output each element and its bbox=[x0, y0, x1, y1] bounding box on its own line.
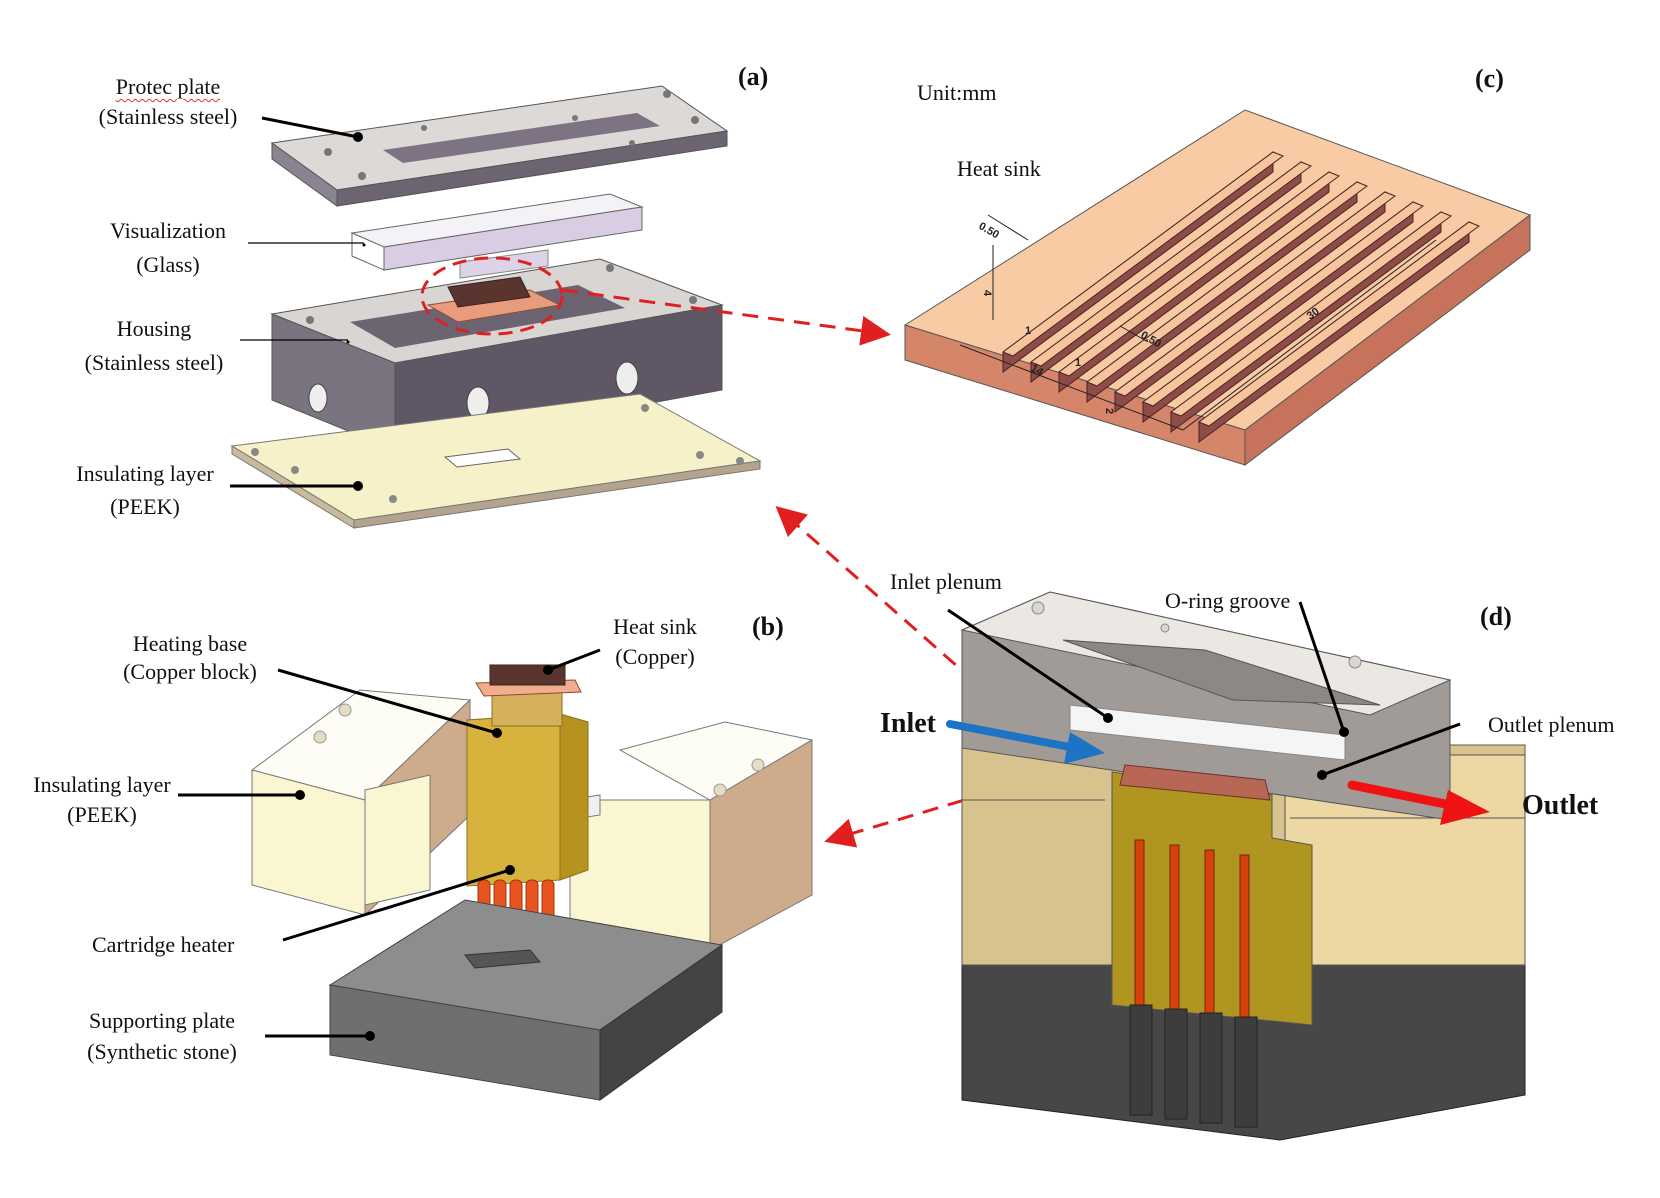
label-insulating-layer-b: Insulating layer (PEEK) bbox=[12, 770, 192, 830]
dim-fin-height: 4 bbox=[981, 290, 993, 297]
dim-gap-1: 1 bbox=[1025, 325, 1031, 337]
heat-sink-fin-top bbox=[1085, 181, 1369, 387]
inlet-arrow bbox=[946, 720, 1079, 752]
label-cartridge-heater: Cartridge heater bbox=[92, 932, 235, 957]
label-line1: Supporting plate bbox=[88, 1008, 236, 1033]
label-line2: (Stainless steel) bbox=[84, 350, 224, 375]
panel-b-drawing bbox=[178, 648, 814, 1101]
label-line2: (Glass) bbox=[136, 252, 200, 277]
heat-sink-fin-top bbox=[1113, 191, 1397, 397]
panel-label-d: (d) bbox=[1480, 602, 1512, 631]
support-fin bbox=[1234, 1016, 1258, 1128]
label-oring-groove: O-ring groove bbox=[1165, 588, 1291, 613]
label-line2: (PEEK) bbox=[67, 802, 137, 827]
label-heat-sink-b: Heat sink (Copper) bbox=[590, 612, 720, 672]
heat-sink-fin-top bbox=[1057, 171, 1341, 377]
label-line1: Insulating layer bbox=[76, 461, 214, 486]
label-line1: Protec plate bbox=[115, 74, 221, 99]
heat-sink-title: Heat sink bbox=[957, 156, 1041, 181]
heater-slot bbox=[1239, 854, 1250, 1021]
heat-sink-fin-top bbox=[1001, 151, 1285, 357]
dim-gap-2: 1 bbox=[1075, 357, 1081, 369]
dim-base: 2 bbox=[1103, 408, 1115, 414]
label-outlet: Outlet bbox=[1522, 790, 1599, 821]
unit-label: Unit:mm bbox=[917, 80, 997, 105]
label-inlet: Inlet bbox=[880, 708, 936, 739]
heat-sink-fins bbox=[1001, 151, 1481, 443]
protec-plate-part bbox=[270, 85, 729, 207]
focus-ellipse bbox=[420, 256, 564, 336]
support-fins bbox=[1129, 1004, 1258, 1128]
label-line2: (Copper) bbox=[615, 644, 695, 669]
panel-label-c: (c) bbox=[1475, 64, 1504, 93]
label-line2: (Copper block) bbox=[123, 659, 257, 684]
panel-c-drawing: 0.50 0.50 4 1 1 14 30 2 bbox=[903, 109, 1532, 467]
label-line2: (PEEK) bbox=[110, 494, 180, 519]
heat-sink-fin-top bbox=[1169, 211, 1453, 417]
heater-slot bbox=[1169, 844, 1180, 1011]
label-visualization: Visualization (Glass) bbox=[78, 214, 258, 282]
label-line1: Visualization bbox=[110, 218, 226, 243]
heat-sink-fin-top bbox=[1141, 201, 1425, 407]
support-fin bbox=[1129, 1004, 1153, 1116]
housing-part bbox=[270, 258, 724, 451]
heat-sink-fin-top bbox=[1029, 161, 1313, 367]
label-heating-base: Heating base (Copper block) bbox=[100, 630, 280, 686]
label-inlet-plenum: Inlet plenum bbox=[890, 569, 1002, 594]
panel-d-drawing bbox=[946, 591, 1526, 1141]
label-protec-plate: Protec plate (Stainless steel) bbox=[78, 72, 258, 132]
support-fin bbox=[1199, 1012, 1223, 1124]
outlet-arrow bbox=[1347, 780, 1460, 811]
label-housing: Housing (Stainless steel) bbox=[64, 312, 244, 380]
label-line2: (Synthetic stone) bbox=[87, 1039, 237, 1064]
glass-window-part bbox=[350, 193, 644, 279]
panel-a-drawing bbox=[230, 85, 891, 529]
label-line1: Housing bbox=[116, 316, 192, 341]
panel-label-b: (b) bbox=[752, 612, 784, 641]
label-line1: Heat sink bbox=[613, 614, 697, 639]
panel-label-a: (a) bbox=[738, 62, 769, 91]
heat-sink-fin-top bbox=[1197, 221, 1481, 427]
dim-length: 30 bbox=[1305, 306, 1322, 323]
label-line1: Heating base bbox=[132, 631, 248, 656]
label-line1: Insulating layer bbox=[33, 772, 171, 797]
label-line2: (Stainless steel) bbox=[98, 104, 238, 129]
heater-slot bbox=[1204, 849, 1215, 1016]
heater-slot bbox=[1134, 839, 1145, 1006]
dim-fin-thickness: 0.50 bbox=[977, 220, 1002, 241]
support-fin bbox=[1164, 1008, 1188, 1120]
label-supporting-plate: Supporting plate (Synthetic stone) bbox=[72, 1005, 252, 1067]
label-outlet-plenum: Outlet plenum bbox=[1488, 712, 1615, 737]
label-insulating-layer-a: Insulating layer (PEEK) bbox=[55, 457, 235, 523]
